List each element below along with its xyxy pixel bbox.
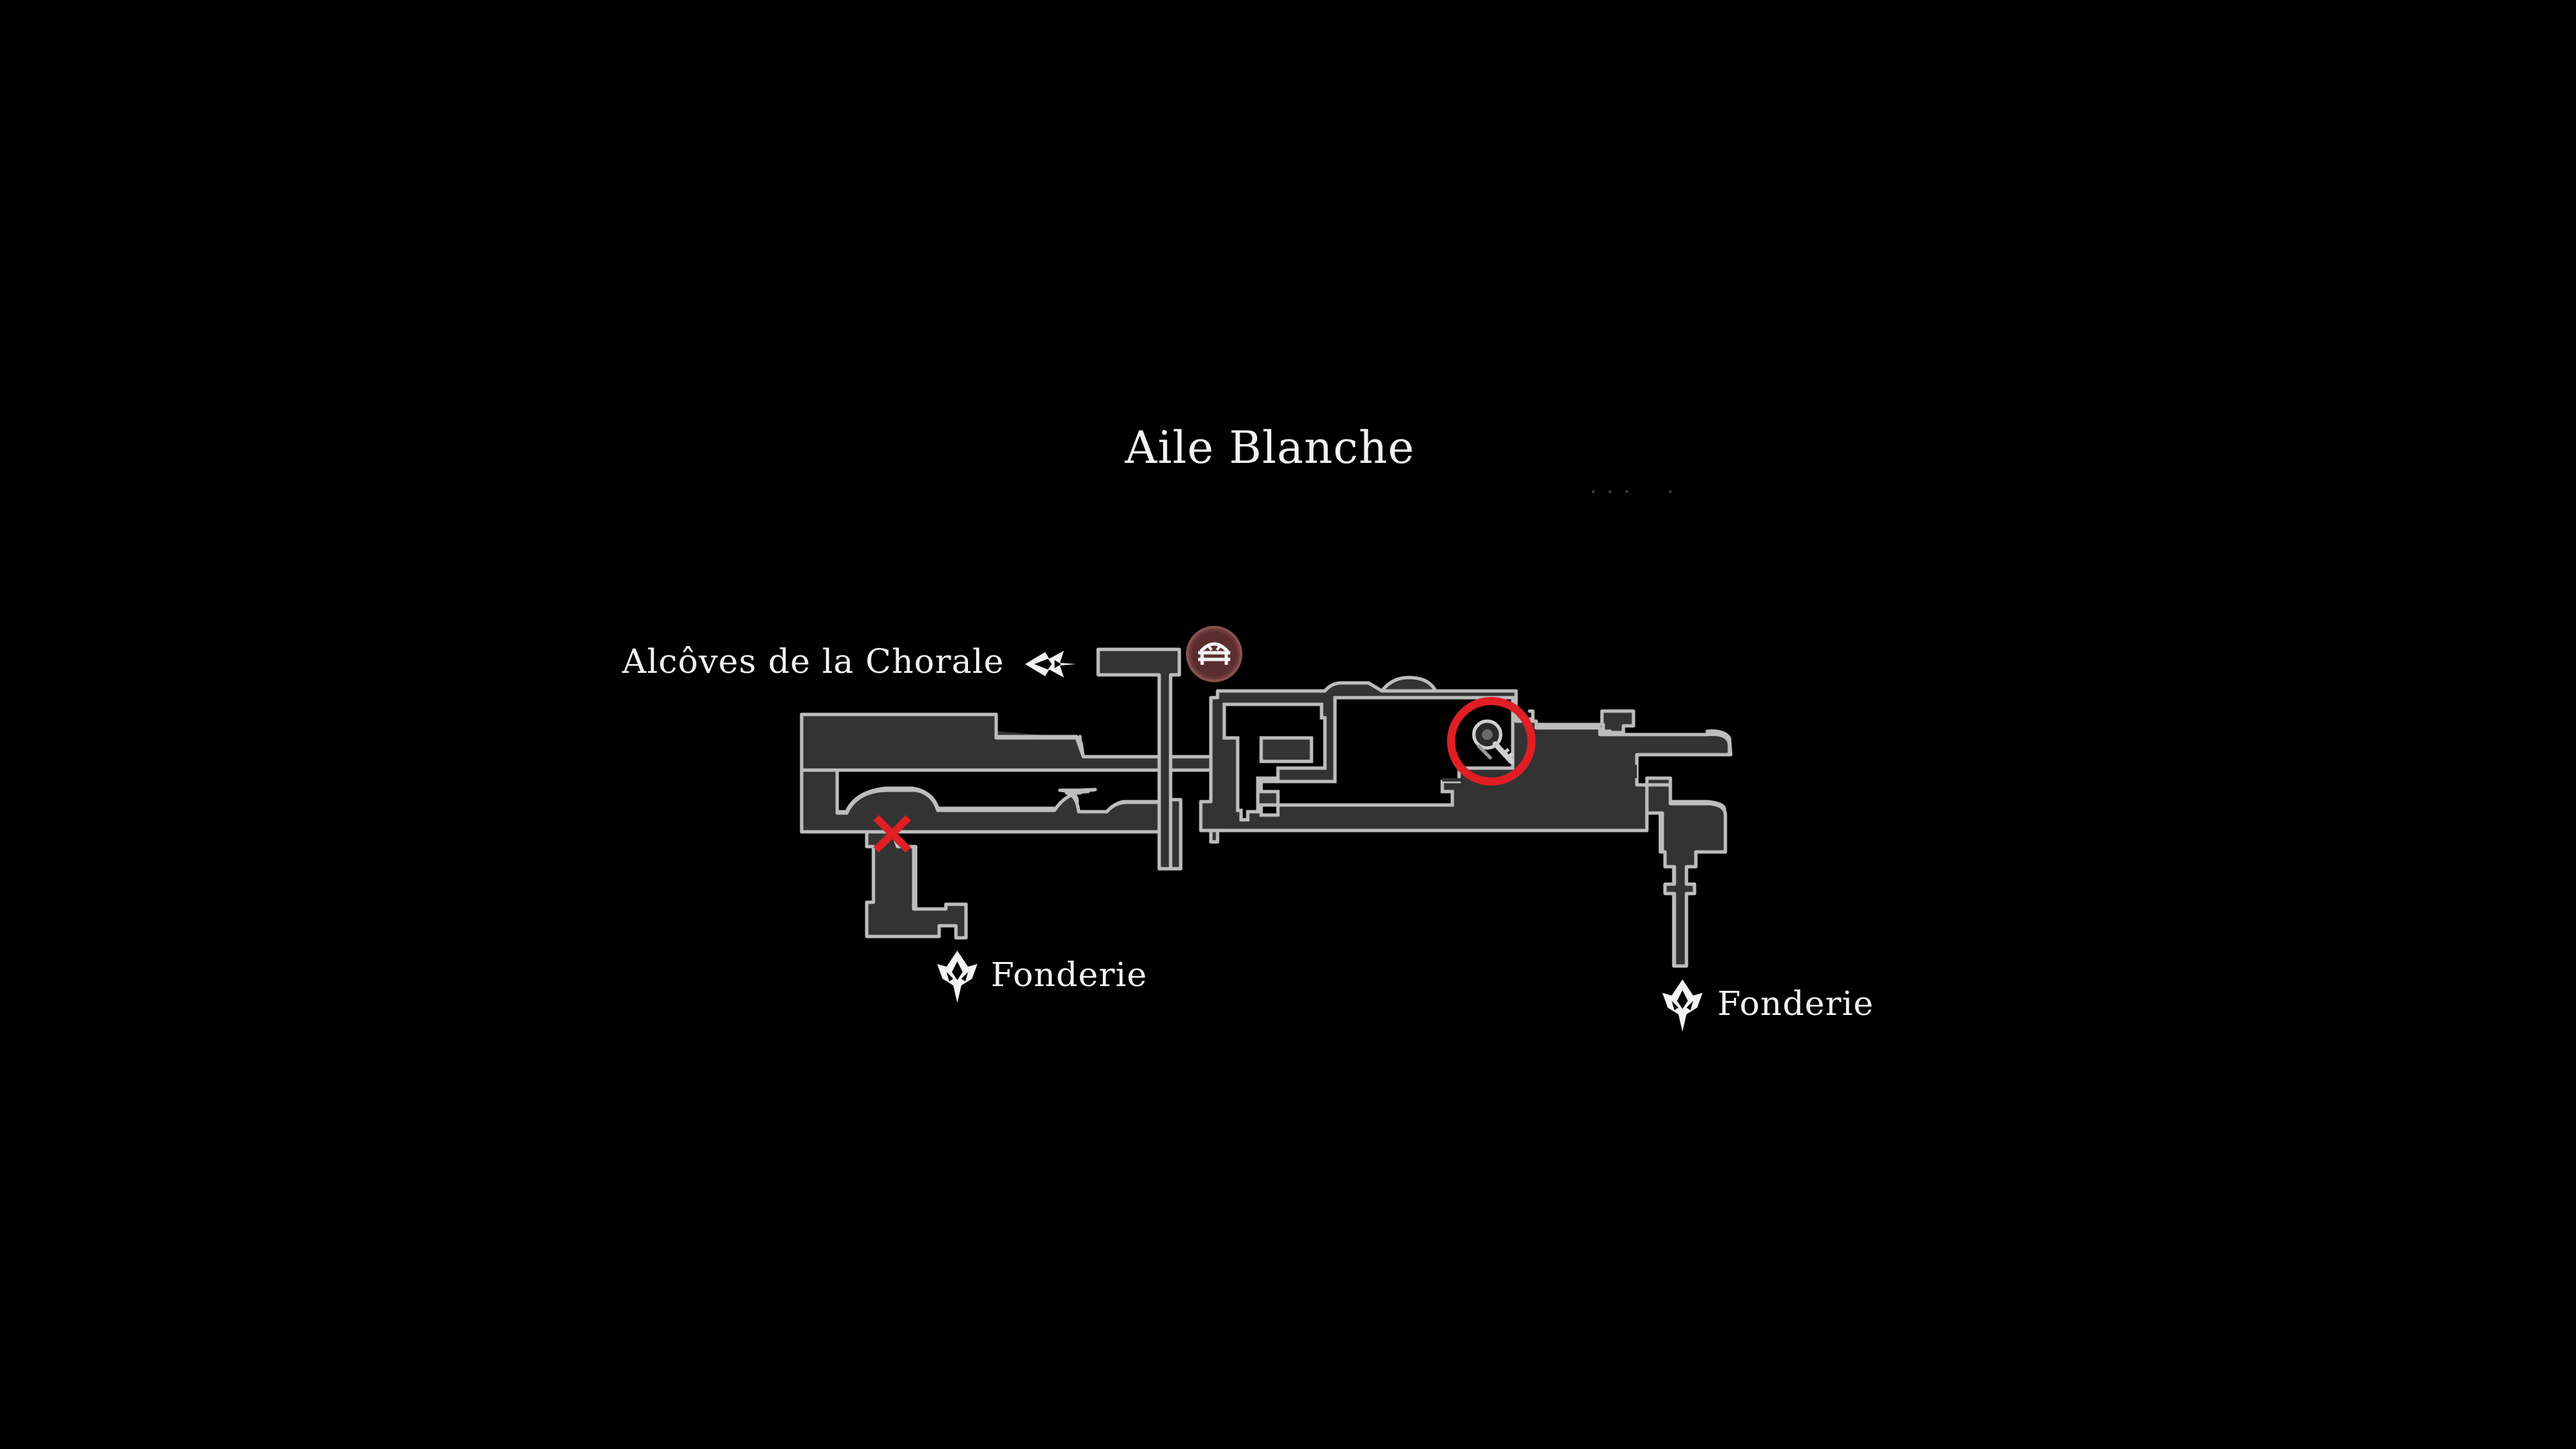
room-shaft-left <box>865 830 968 940</box>
room-center-connector <box>1169 755 1213 772</box>
exit-fonderie-left[interactable]: Fonderie <box>937 951 1147 1003</box>
room-band-top-left <box>800 712 1163 772</box>
room-band-bottom-left <box>800 768 1163 834</box>
area-title: Aile Blanche <box>1124 422 1415 474</box>
key-marker[interactable] <box>1447 697 1536 786</box>
room-right-floor <box>1442 765 1637 782</box>
room-top-entry <box>1096 647 1181 871</box>
fleur-exit-icon <box>1025 651 1076 678</box>
fleur-exit-icon <box>937 951 977 1003</box>
red-x-icon <box>873 815 911 853</box>
fleur-exit-icon <box>1662 979 1703 1032</box>
room-center-inner <box>1259 736 1313 763</box>
exit-fonderie-right[interactable]: Fonderie <box>1662 979 1874 1032</box>
room-right-column-clean <box>1645 783 1727 968</box>
faint-dots <box>1592 490 1672 493</box>
highlight-ring <box>1447 697 1536 786</box>
key-icon <box>1472 719 1514 764</box>
exit-label-fonderie-left: Fonderie <box>991 955 1147 994</box>
exit-alcoves[interactable]: Alcôves de la Chorale <box>621 642 1076 681</box>
exit-label-alcoves: Alcôves de la Chorale <box>621 642 1004 681</box>
exit-label-fonderie-right: Fonderie <box>1717 984 1874 1023</box>
bench-icon[interactable] <box>1186 626 1242 682</box>
